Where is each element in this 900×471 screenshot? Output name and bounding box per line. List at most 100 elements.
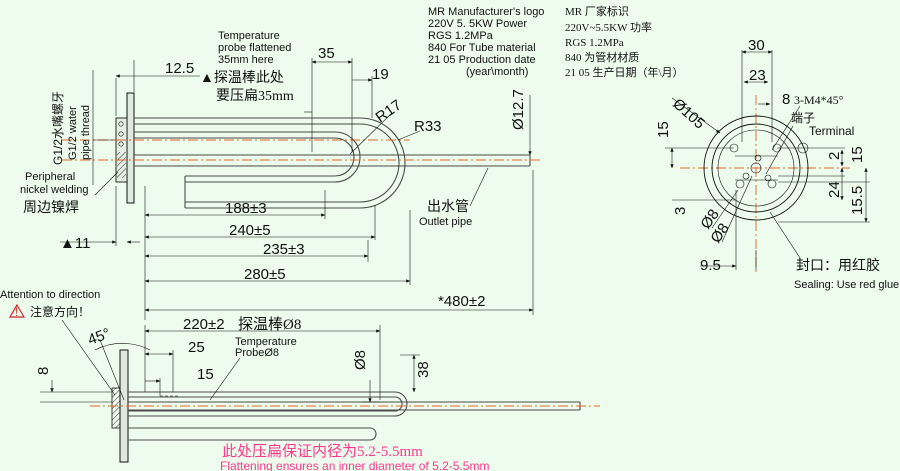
dim-105-leader (671, 97, 721, 134)
phi8-leader (721, 175, 753, 243)
probe-note-en-1: Temperature (218, 30, 280, 42)
attention-cn: 注意方向！ (30, 304, 90, 319)
side-boss (111, 387, 121, 429)
side-tube-inner (128, 396, 403, 412)
weld-note-en-2: nickel welding (20, 184, 88, 196)
r33-leader (397, 130, 421, 141)
side-dim-15: 15 (197, 366, 214, 383)
dim-280: 280±5 (244, 266, 286, 283)
element-middle-tube-inner (134, 137, 355, 177)
side-view: Attention to direction ! 注意方向！ 45° 8 220… (0, 289, 600, 471)
flange-plate (126, 92, 135, 204)
dim-188: 188±3 (225, 200, 267, 217)
outlet-label-en: Outlet pipe (419, 216, 472, 228)
dim-phi12-7: Ø12.7 (510, 89, 527, 130)
marking-cn-3: RGS 1.2MPa (565, 37, 624, 49)
terminal-circle (118, 131, 124, 137)
marking-en-3: RGS 1.2MPa (428, 30, 494, 42)
dim-35: 35 (318, 45, 335, 62)
outlet-leader (469, 167, 489, 207)
marking-cn-1: MR 厂家标识 (565, 4, 629, 18)
tube-hole (767, 179, 777, 189)
dim-240: 240±5 (229, 222, 271, 239)
marking-cn-5: 21 05 生产日期（年\月） (565, 65, 684, 79)
terminal-label-cn: 端子 (791, 111, 815, 125)
probe-leader (209, 357, 241, 401)
probe-label-en-2: ProbeØ8 (235, 347, 279, 359)
side-dim-38: 38 (415, 361, 432, 378)
flange-circle-inner (711, 123, 801, 213)
end-dim-9-5: 9.5 (700, 257, 721, 274)
element-outer-tube (134, 117, 406, 209)
tube-hole (735, 179, 745, 189)
screw-spec: 3-M4*45° (794, 93, 844, 107)
marking-cn-2: 220V~5.5KW 功率 (565, 20, 652, 34)
warning-icon (8, 303, 26, 318)
dim-19: 19 (372, 66, 389, 83)
probe-note-en-3: 35mm here (218, 54, 274, 66)
end-dim-15: 15 (655, 121, 672, 138)
attention-leader (61, 319, 116, 396)
probe-note-cn-1: ▲探温棒此处 (200, 70, 284, 86)
end-dim-3: 3 (672, 207, 689, 215)
seal-label-cn: 封口：用红胶 (796, 257, 880, 274)
side-dim-220: 220±2 (183, 316, 225, 333)
end-dim-8: 8 (782, 91, 790, 108)
phi8-leader (711, 189, 739, 229)
probe-label-en-1: Temperature (235, 336, 297, 348)
element-outer-tube-inner (134, 123, 400, 203)
screw-hole (764, 174, 772, 182)
side-dim-45: 45° (86, 325, 113, 349)
flatten-note-cn: 此处压扁保证内径为5.2-5.5mm (222, 443, 423, 460)
element-middle-tube (134, 131, 361, 183)
dim-480: *480±2 (438, 293, 485, 310)
screw-hole (754, 154, 762, 162)
dim-235: 235±3 (263, 241, 305, 258)
end-dim-15-b: 15 (849, 146, 866, 163)
top-view: G1/2水嘴螺牙 G1/2 water pipe thread 12.5 Tem… (20, 30, 540, 320)
end-dim-15-5: 15.5 (849, 186, 866, 215)
angle-line (99, 339, 125, 401)
r17-leader (349, 112, 393, 155)
flange-circle-outer (703, 115, 809, 221)
side-tube-outer (128, 391, 408, 417)
terminal-circle (118, 121, 124, 127)
screw-hole (742, 172, 750, 180)
probe-note-en-2: probe flattened (218, 42, 291, 54)
marking-en-4: 840 For Tube material (428, 42, 536, 54)
thread-label-en-2: pipe thread (80, 105, 92, 160)
marking-cn-4: 840 为管材材质 (565, 50, 639, 64)
end-view: 30 23 8 Ø105 15 3 Ø8 Ø8 9.5 3-M4*45° 端子 … (655, 37, 899, 291)
marking-en-5: 21 05 Production date (428, 54, 536, 66)
side-tube-lower (128, 427, 377, 441)
dim-r33: R33 (414, 118, 442, 135)
screw-leader (771, 105, 801, 151)
marking-en-1: MR Manufacturer's logo (428, 6, 544, 18)
marking-info-en: MR Manufacturer's logo 220V 5. 5KW Power… (428, 6, 544, 78)
terminal-circle (118, 141, 124, 147)
probe-note-cn-2: 要压扁35mm (216, 88, 294, 104)
dim-11: ▲11 (60, 235, 90, 252)
side-dim-25: 25 (188, 339, 205, 356)
end-dim-23: 23 (749, 67, 766, 84)
end-dim-2: 2 (826, 152, 843, 160)
marking-info-cn: MR 厂家标识 220V~5.5KW 功率 RGS 1.2MPa 840 为管材… (565, 4, 684, 79)
end-dim-30: 30 (748, 37, 765, 54)
svg-text:!: ! (15, 305, 18, 319)
side-dim-8: 8 (35, 367, 52, 375)
weld-note-en-1: Peripheral (25, 171, 75, 183)
side-dim-phi8: Ø8 (352, 350, 369, 370)
marking-en-2: 220V 5. 5KW Power (428, 18, 527, 30)
terminal-leader (765, 125, 794, 175)
thread-label-cn: G1/2水嘴螺牙 (51, 91, 65, 165)
flatten-note-en: Flattening ensures an inner diameter of … (220, 459, 489, 471)
probe-label-cn: 探温棒Ø8 (238, 316, 301, 333)
weld-hatch (117, 152, 126, 178)
marking-en-6: (year\month) (466, 66, 528, 78)
flange-circle-core (717, 129, 795, 207)
weld-leader (94, 171, 119, 196)
end-dim-24: 24 (826, 181, 843, 198)
seal-leader (769, 211, 801, 259)
attention-en: Attention to direction (0, 289, 100, 301)
